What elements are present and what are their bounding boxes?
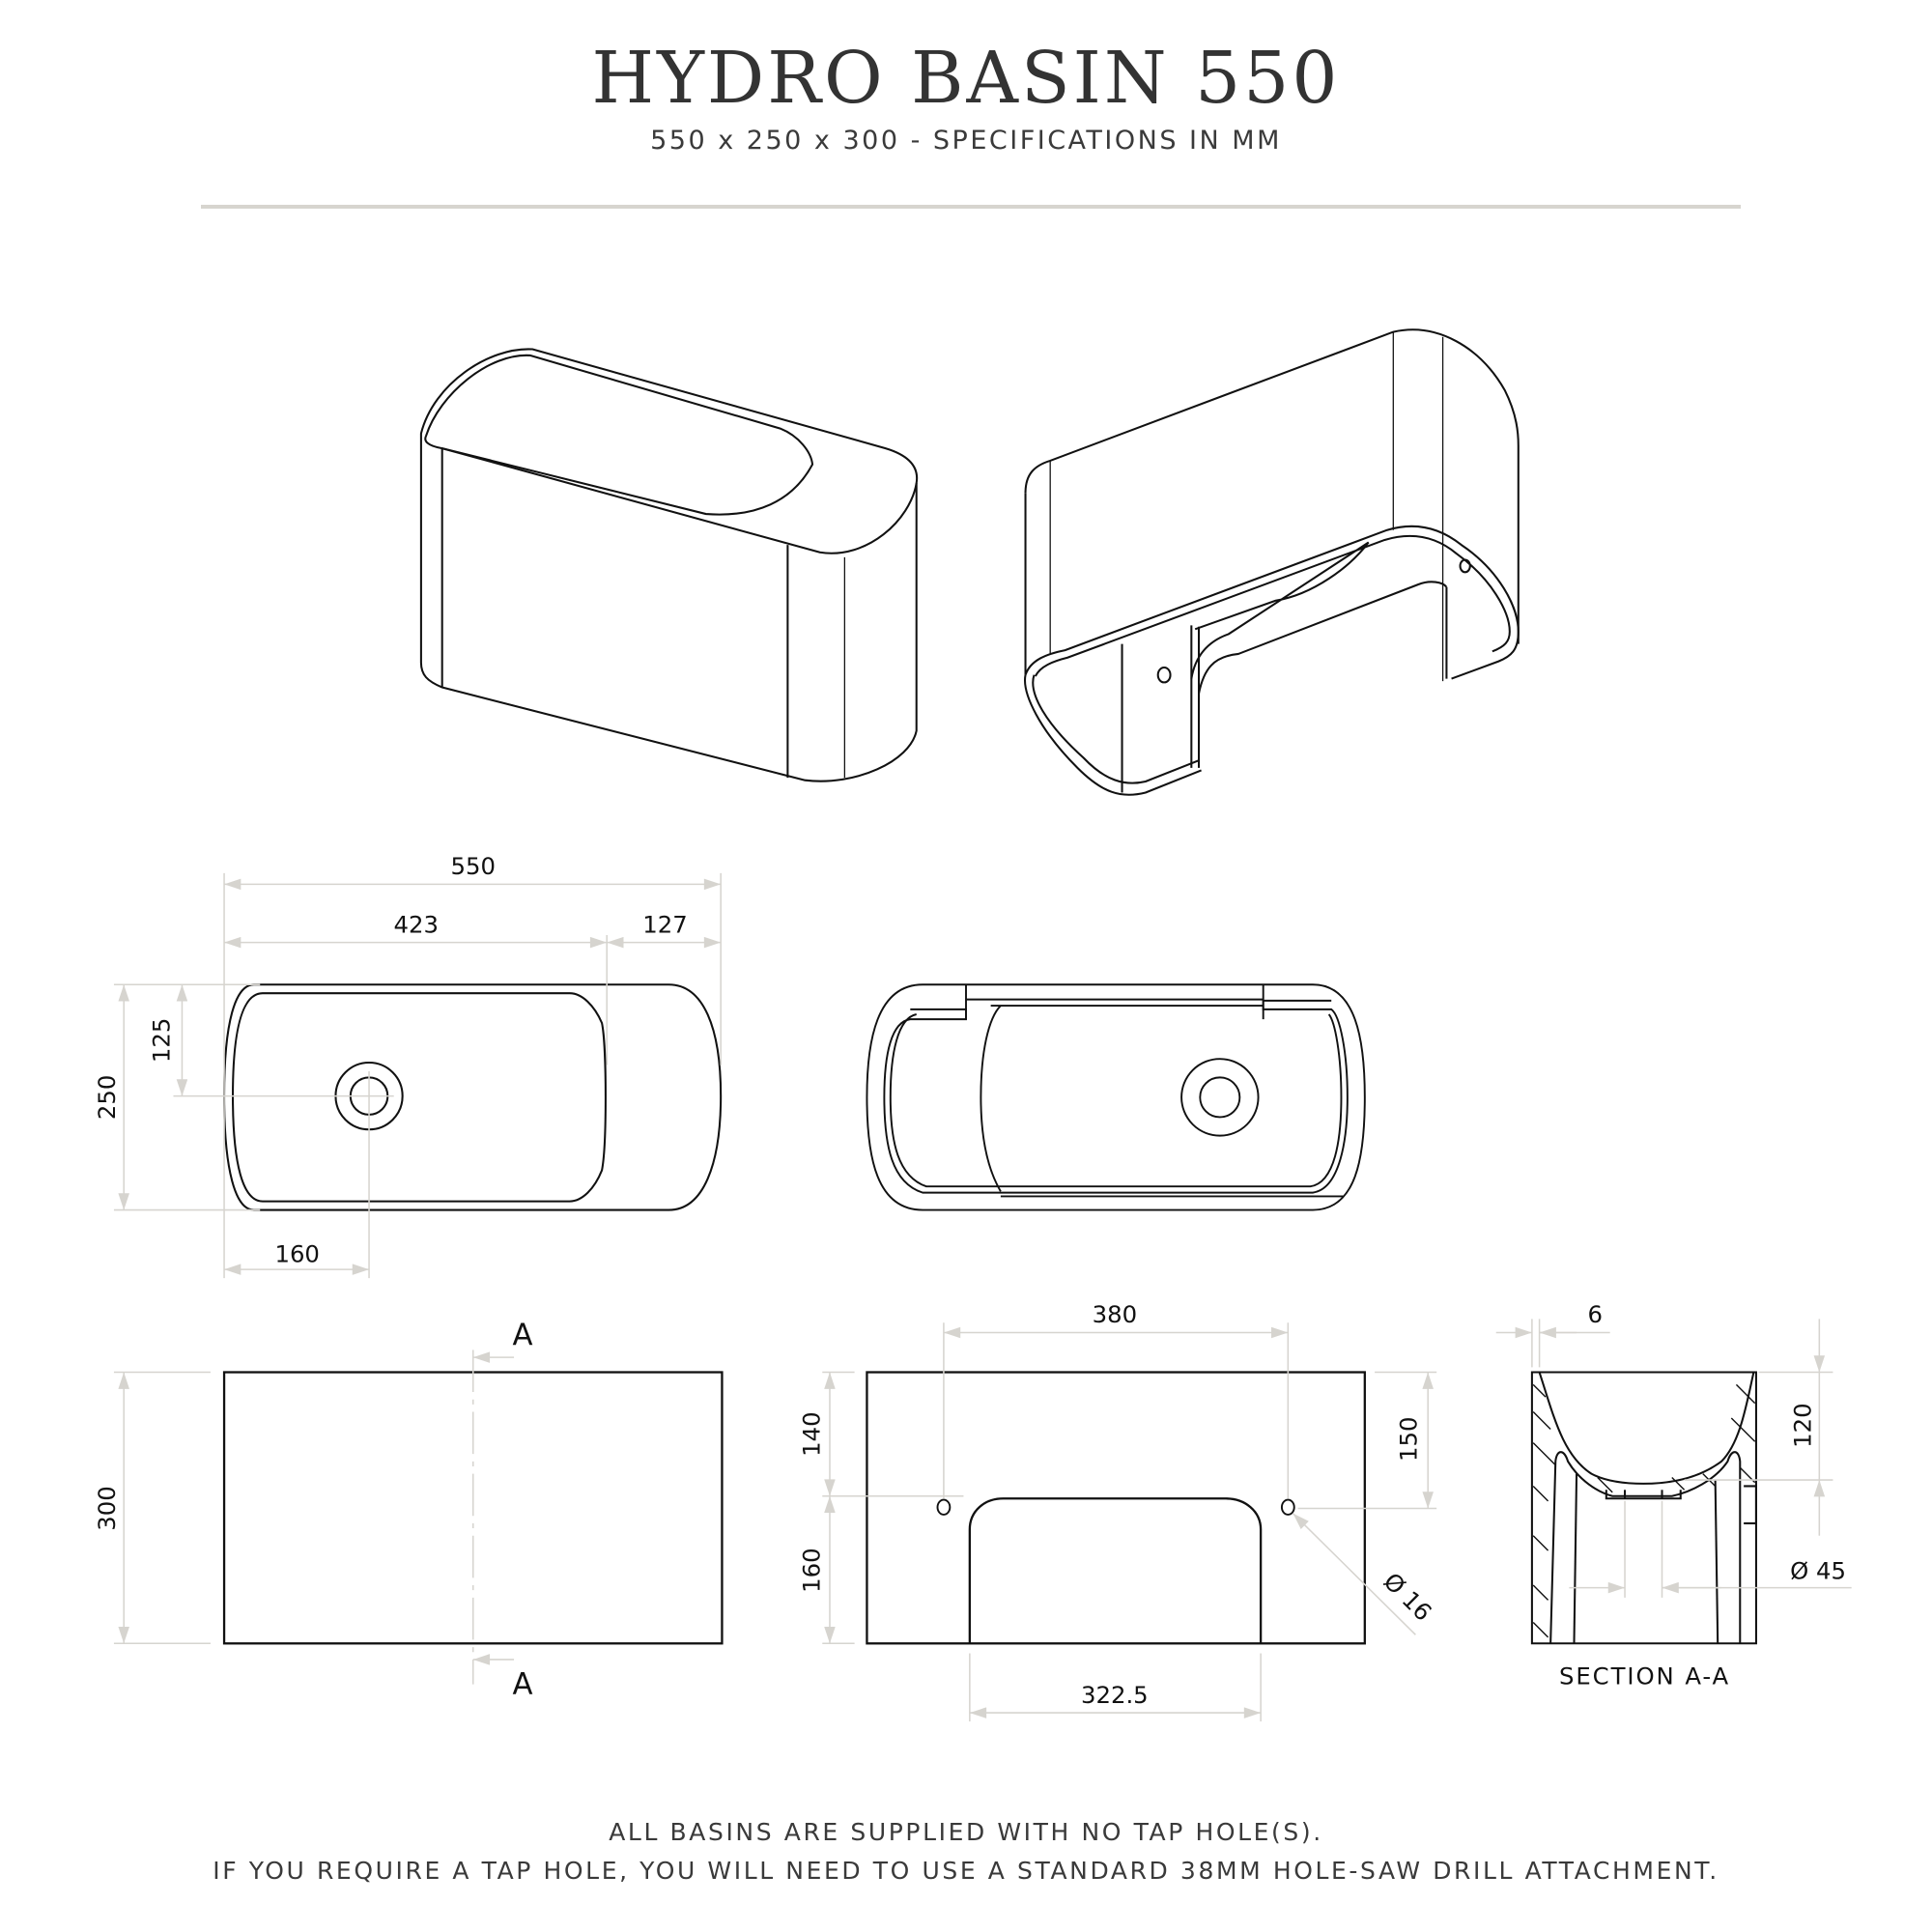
plan-top-view: 550 423 127 250 125 160 — [93, 852, 723, 1279]
page-title: HYDRO BASIN 550 — [591, 37, 1341, 120]
dim-drain-offset-x: 160 — [274, 1239, 319, 1267]
dim-deck-width: 127 — [642, 910, 687, 938]
dim-depth: 250 — [93, 1075, 121, 1120]
plan-underside-view — [866, 983, 1366, 1211]
footer-note-line-1: ALL BASINS ARE SUPPLIED WITH NO TAP HOLE… — [609, 1818, 1323, 1846]
dim-height: 300 — [93, 1486, 121, 1530]
dim-basin-width: 423 — [394, 910, 439, 938]
dim-overall-width: 550 — [451, 852, 496, 880]
dim-wall-thickness: 6 — [1588, 1300, 1604, 1328]
dim-drain-offset-y: 125 — [148, 1018, 176, 1063]
isometric-top-view — [419, 348, 919, 782]
section-a-a-view: 6 120 Ø 45 SECTION A-A — [1495, 1300, 1852, 1690]
dim-hole-from-top-left: 140 — [798, 1411, 826, 1456]
page-subtitle: 550 x 250 x 300 - SPECIFICATIONS IN MM — [650, 126, 1282, 156]
section-caption: SECTION A-A — [1559, 1662, 1730, 1690]
dim-hole-spacing: 380 — [1093, 1300, 1137, 1328]
section-marker-bottom: A — [513, 1667, 533, 1702]
front-view: 380 140 160 150 322.5 Ø 16 — [798, 1300, 1437, 1722]
isometric-underside-view — [1024, 328, 1520, 796]
header-divider — [201, 205, 1741, 209]
dim-cutout-width: 322.5 — [1081, 1681, 1149, 1709]
dim-bowl-depth: 120 — [1788, 1403, 1816, 1447]
dim-hole-from-top-right: 150 — [1395, 1417, 1423, 1462]
dim-waste-diameter: Ø 45 — [1790, 1557, 1846, 1585]
dim-hole-from-bottom-left: 160 — [798, 1548, 826, 1592]
section-marker-top: A — [513, 1318, 533, 1352]
side-view: A A 300 — [93, 1318, 724, 1702]
dim-hole-diameter: Ø 16 — [1378, 1567, 1437, 1626]
footer-note-line-2: IF YOU REQUIRE A TAP HOLE, YOU WILL NEED… — [213, 1857, 1719, 1885]
